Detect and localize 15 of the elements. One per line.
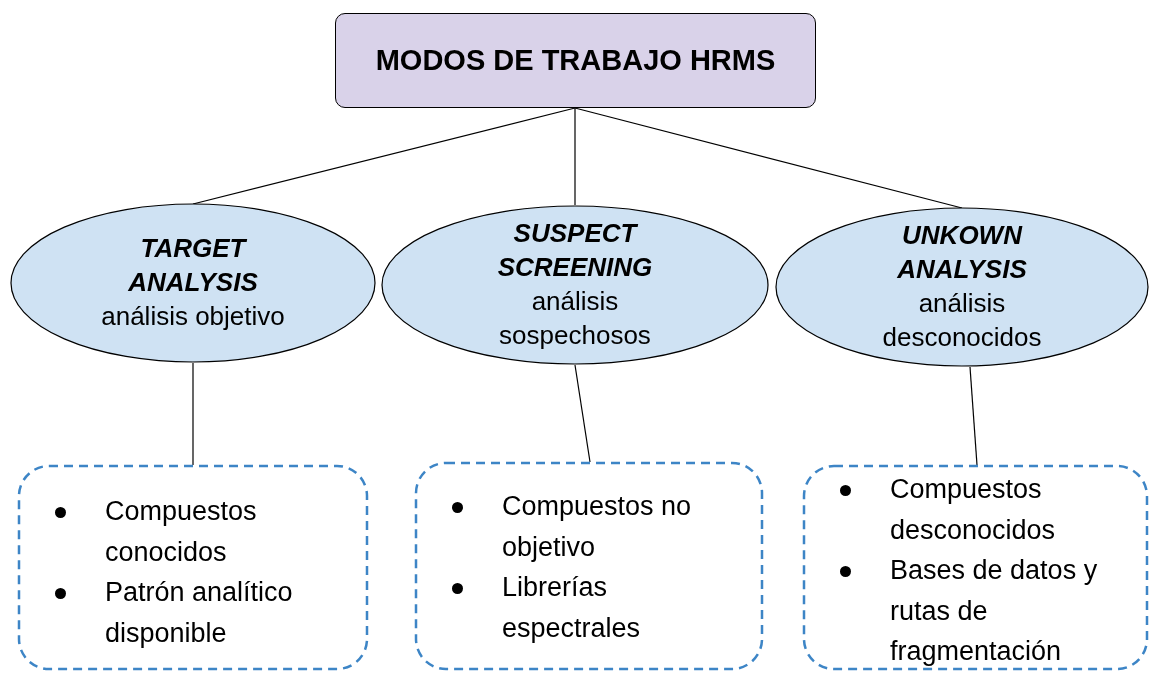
bullet-text: Compuestos conocidos [105, 495, 258, 569]
mode-description: análisis objetivo [101, 299, 285, 333]
connector-line [574, 107, 576, 206]
bullet-text: Patrón analítico disponible [105, 576, 294, 650]
mode-description: análisis desconocidos [881, 287, 1043, 354]
connector-line [574, 364, 591, 463]
bullet-text: Bases de datos y rutas de fragmentación [890, 554, 1099, 668]
bullet-text: Compuestos no objetivo [502, 490, 693, 564]
title-box [335, 13, 816, 108]
connector-line [192, 362, 194, 466]
mode-description: análisis sospechosos [498, 285, 652, 352]
connector-line [969, 366, 978, 466]
title-text: MODOS DE TRABAJO HRMS [375, 44, 776, 77]
bullet-text: Compuestos desconocidos [890, 473, 1057, 547]
bullet-text: Librerías espectrales [502, 571, 642, 645]
